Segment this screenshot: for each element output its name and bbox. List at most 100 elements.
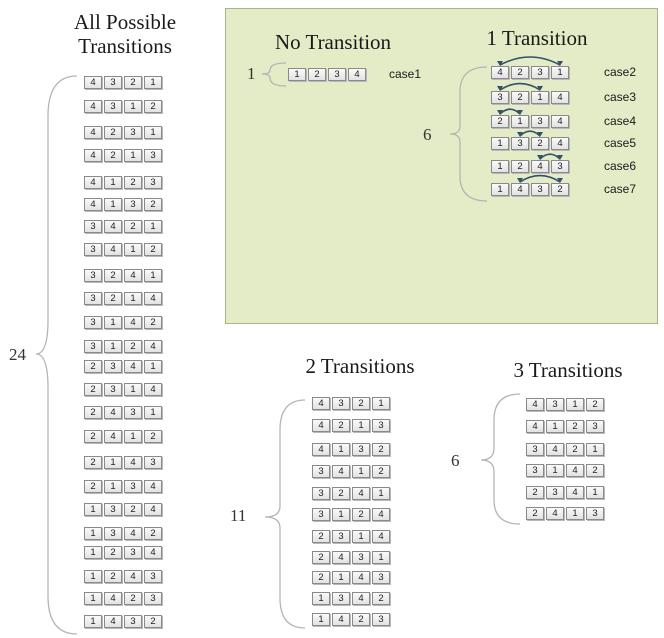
perm-cell: 3 <box>104 527 122 540</box>
perm-cell: 2 <box>372 443 390 456</box>
perm-cell: 3 <box>144 570 162 583</box>
perm-cell: 4 <box>546 443 564 456</box>
perm-cell: 1 <box>586 443 604 456</box>
perm-cell: 1 <box>332 571 350 584</box>
perm-cell: 4 <box>84 176 102 189</box>
perm-cell: 3 <box>144 456 162 469</box>
perm-cell: 4 <box>84 76 102 89</box>
perm-cell: 4 <box>124 269 142 282</box>
perm-cell: 4 <box>104 406 122 419</box>
perm-cell: 2 <box>104 570 122 583</box>
perm-cell: 3 <box>104 383 122 396</box>
perm-cell: 3 <box>124 198 142 211</box>
perm-cell: 2 <box>332 419 350 432</box>
perm-cell: 3 <box>84 292 102 305</box>
perm-cell: 1 <box>144 220 162 233</box>
perm-cell: 3 <box>84 220 102 233</box>
count-one: 6 <box>423 125 432 144</box>
perm-cell: 4 <box>551 91 569 104</box>
perm-cell: 2 <box>566 443 584 456</box>
perm-cell: 4 <box>144 546 162 559</box>
perm-cell: 2 <box>84 456 102 469</box>
perm-cell: 2 <box>84 383 102 396</box>
perm-cell: 3 <box>84 269 102 282</box>
perm-cell: 3 <box>352 443 370 456</box>
perm-cell: 3 <box>124 615 142 628</box>
case-label: case7 <box>604 182 637 196</box>
perm-cell: 2 <box>526 486 544 499</box>
perm-cell: 1 <box>352 419 370 432</box>
perm-cell: 4 <box>526 398 544 411</box>
perm-cell: 2 <box>526 507 544 520</box>
perm-cell: 1 <box>144 126 162 139</box>
brace-two <box>264 399 306 629</box>
perm-cell: 4 <box>104 592 122 605</box>
case-label: case4 <box>604 114 637 128</box>
perm-cell: 3 <box>526 443 544 456</box>
perm-cell: 3 <box>372 419 390 432</box>
perm-cell: 1 <box>546 464 564 477</box>
perm-cell: 4 <box>144 480 162 493</box>
perm-cell: 3 <box>328 68 346 81</box>
perm-cell: 2 <box>104 292 122 305</box>
perm-cell: 2 <box>84 480 102 493</box>
perm-cell: 2 <box>124 76 142 89</box>
perm-cell: 1 <box>332 508 350 521</box>
perm-cell: 4 <box>144 383 162 396</box>
perm-cell: 3 <box>332 530 350 543</box>
perm-cell: 1 <box>312 613 330 626</box>
two-transitions-title: 2 Transitions <box>305 354 415 378</box>
perm-cell: 4 <box>124 316 142 329</box>
perm-cell: 1 <box>84 546 102 559</box>
perm-cell: 2 <box>124 592 142 605</box>
perm-cell: 3 <box>551 160 569 173</box>
perm-cell: 1 <box>144 360 162 373</box>
count-none: 1 <box>247 64 256 83</box>
perm-cell: 3 <box>531 66 549 79</box>
perm-cell: 1 <box>104 198 122 211</box>
perm-cell: 4 <box>352 592 370 605</box>
perm-cell: 3 <box>312 508 330 521</box>
perm-cell: 1 <box>511 115 529 128</box>
perm-cell: 2 <box>124 176 142 189</box>
perm-cell: 3 <box>144 176 162 189</box>
perm-cell: 1 <box>124 100 142 113</box>
perm-cell: 4 <box>566 464 584 477</box>
case-label: case5 <box>604 136 637 150</box>
perm-cell: 4 <box>312 397 330 410</box>
perm-cell: 4 <box>511 183 529 196</box>
perm-cell: 3 <box>586 420 604 433</box>
perm-cell: 3 <box>531 115 549 128</box>
perm-cell: 1 <box>372 487 390 500</box>
perm-cell: 1 <box>312 592 330 605</box>
perm-cell: 4 <box>144 340 162 353</box>
all-title-line2: Transitions <box>78 34 172 58</box>
perm-cell: 3 <box>124 480 142 493</box>
perm-cell: 3 <box>84 340 102 353</box>
no-transition-title: No Transition <box>274 30 392 54</box>
perm-cell: 4 <box>372 508 390 521</box>
perm-cell: 1 <box>546 420 564 433</box>
perm-cell: 2 <box>104 269 122 282</box>
case-label: case2 <box>604 65 637 79</box>
